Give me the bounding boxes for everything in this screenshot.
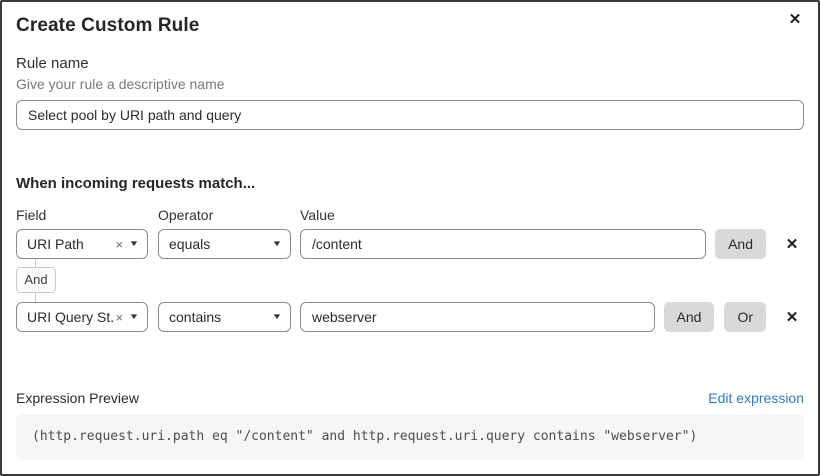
field-select[interactable]: URI Path × ▼: [16, 229, 148, 259]
operator-select-value: equals: [169, 236, 211, 252]
add-and-condition-button[interactable]: And: [715, 229, 766, 259]
chevron-down-icon: ▼: [271, 239, 283, 248]
field-select[interactable]: URI Query St... × ▼: [16, 302, 148, 332]
add-or-condition-button[interactable]: Or: [724, 302, 766, 332]
connector-line: [35, 259, 36, 267]
connector-and-chip[interactable]: And: [16, 267, 56, 293]
chevron-down-icon: ▼: [128, 239, 140, 248]
edit-expression-link[interactable]: Edit expression: [708, 390, 804, 406]
condition-row: URI Path × ▼ equals ▼ And ✕: [16, 229, 804, 259]
condition-row: URI Query St... × ▼ contains ▼ And Or ✕: [16, 302, 804, 332]
operator-column-label: Operator: [158, 207, 214, 223]
expression-preview-code: (http.request.uri.path eq "/content" and…: [16, 414, 804, 460]
rule-name-label: Rule name: [16, 55, 89, 72]
value-input[interactable]: [300, 302, 655, 332]
condition-connector: And: [16, 259, 56, 302]
expression-preview-label: Expression Preview: [16, 390, 139, 406]
field-select-value: URI Query St...: [27, 309, 116, 325]
clear-selection-icon[interactable]: ×: [115, 309, 124, 325]
operator-select-value: contains: [169, 309, 222, 325]
dialog-title: Create Custom Rule: [16, 15, 200, 36]
remove-condition-icon[interactable]: ✕: [780, 302, 804, 332]
field-column-label: Field: [16, 207, 47, 223]
value-column-label: Value: [300, 207, 335, 223]
operator-select[interactable]: contains ▼: [158, 302, 291, 332]
close-icon[interactable]: ✕: [784, 9, 806, 31]
connector-line: [35, 293, 36, 302]
value-input[interactable]: [300, 229, 707, 259]
expression-preview-header: Expression Preview Edit expression: [16, 389, 804, 407]
operator-select[interactable]: equals ▼: [158, 229, 291, 259]
chevron-down-icon: ▼: [128, 312, 140, 321]
condition-column-labels: Field Operator Value: [16, 207, 804, 224]
remove-condition-icon[interactable]: ✕: [780, 229, 804, 259]
rule-name-input[interactable]: [16, 100, 804, 130]
field-select-value: URI Path: [27, 236, 84, 252]
clear-selection-icon[interactable]: ×: [115, 236, 124, 252]
chevron-down-icon: ▼: [271, 312, 283, 321]
add-and-condition-button[interactable]: And: [663, 302, 715, 332]
match-section-heading: When incoming requests match...: [16, 175, 256, 192]
rule-name-help-text: Give your rule a descriptive name: [16, 76, 225, 92]
